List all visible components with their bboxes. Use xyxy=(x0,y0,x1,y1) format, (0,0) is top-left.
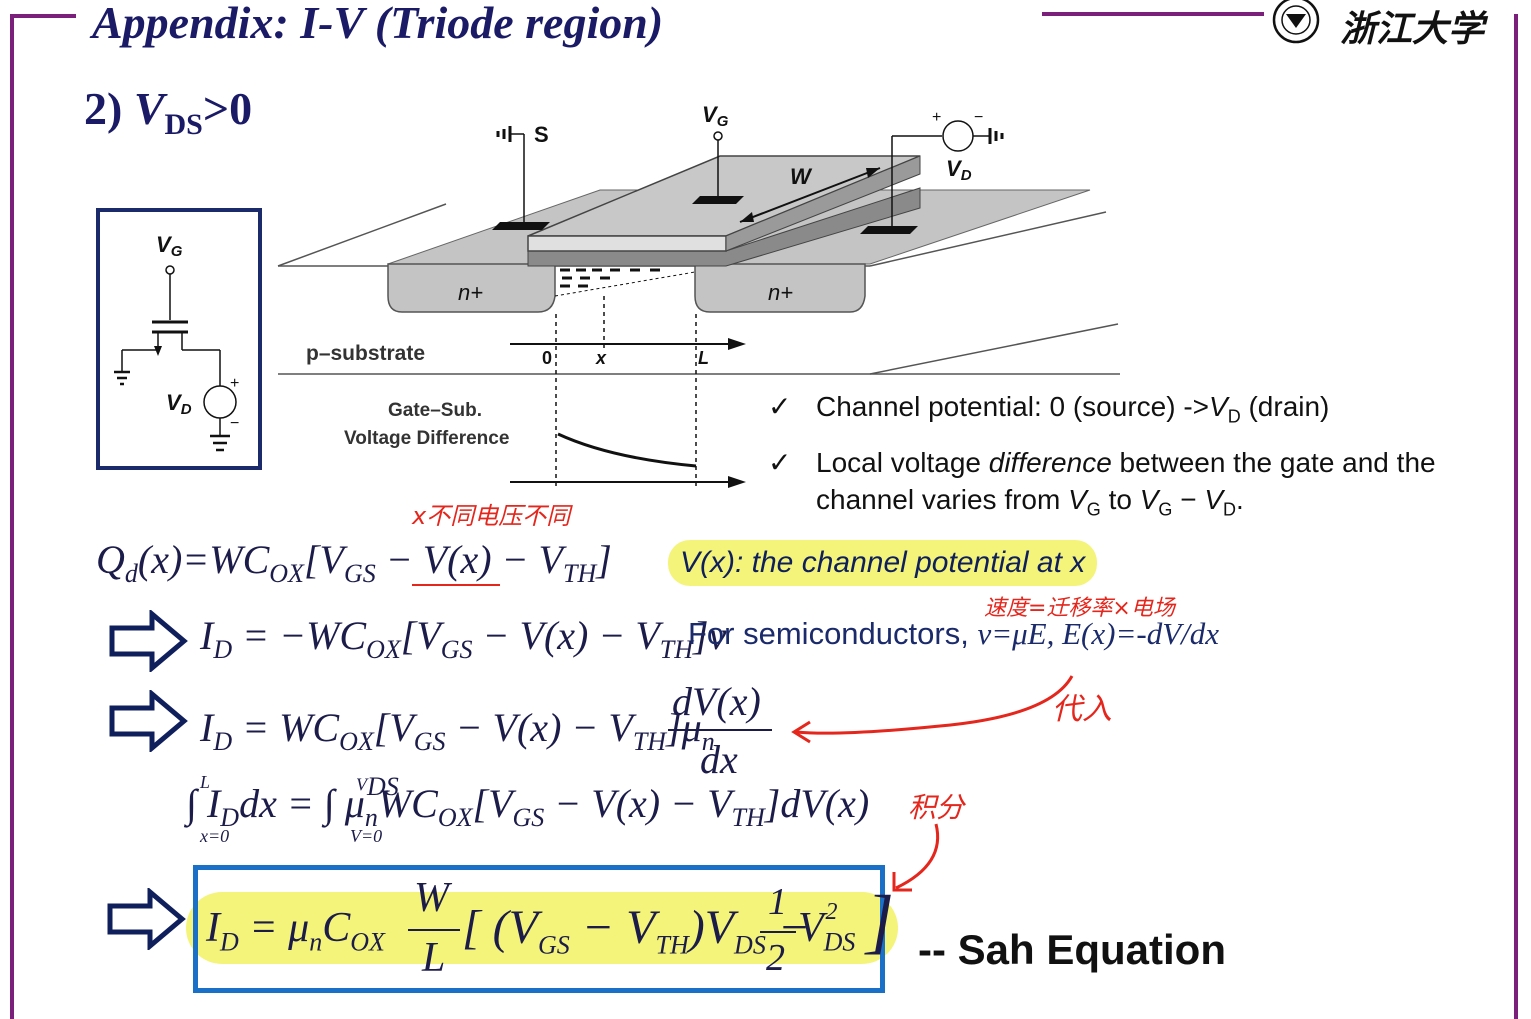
circuit-minus: − xyxy=(230,415,239,432)
integral-upper-vds: VDS xyxy=(356,772,399,801)
gate-sub-label-2: Voltage Difference xyxy=(344,428,509,449)
university-logo-text: 浙江大学 xyxy=(1340,8,1485,50)
note-voltage-varies: x不同电压不同 xyxy=(412,502,571,530)
n-plus-left: n+ xyxy=(458,280,483,305)
slide-border-top-left xyxy=(10,14,76,18)
note-substitute: 代入 xyxy=(1052,692,1112,727)
gate-sub-label-1: Gate–Sub. xyxy=(388,400,482,421)
bullet-local-voltage: ✓ Local voltage difference between the g… xyxy=(768,444,1496,529)
mosfet-diagram: W S VG + − VD n+ n+ p–substrate 0 x L Ga… xyxy=(277,102,1120,488)
slide-title: Appendix: I-V (Triode region) xyxy=(92,0,664,48)
s-label: S xyxy=(534,122,549,147)
equation-integral: ∫ IDdx = ∫ μnWCOX[VGS − V(x) − VTH]dV(x) xyxy=(186,781,870,832)
red-integral-arrow xyxy=(892,823,940,892)
integral-upper-l: L xyxy=(200,772,211,792)
semiconductor-relation: For semiconductors, v=μE, E(x)=-dV/dx xyxy=(688,616,1220,651)
circuit-plus: + xyxy=(230,375,239,392)
derivative-numerator: dV(x) xyxy=(672,679,761,724)
implies-arrow-icon xyxy=(109,610,188,672)
sah-vds-squared: VDS2 xyxy=(798,899,856,957)
note-integrate: 积分 xyxy=(908,791,965,824)
sah-equation-highlight xyxy=(186,892,898,964)
vd-plus-sign: + xyxy=(932,109,941,126)
substrate-label: p–substrate xyxy=(306,342,425,365)
red-underline xyxy=(412,584,500,586)
vg-label: VG xyxy=(702,102,729,130)
n-plus-right: n+ xyxy=(768,280,793,305)
sah-l: L xyxy=(422,935,446,981)
axis-zero: 0 xyxy=(542,348,552,368)
sah-bracket-right: ] xyxy=(866,881,895,961)
equation-id-derivative: ID = WCOX[VGS − V(x) − VTH]μn xyxy=(200,705,715,756)
note-velocity: 速度=迁移率×电场 xyxy=(984,596,1175,621)
w-label: W xyxy=(790,164,813,189)
slide-border-top-right xyxy=(1042,12,1264,16)
vd-label: VD xyxy=(946,156,972,184)
red-substitution-arrow xyxy=(791,675,1074,744)
integral-lower-x: x=0 xyxy=(200,826,230,846)
equation-id-velocity: ID = −WCOX[VGS − V(x) − VTH]v xyxy=(200,613,727,664)
integral-lower-v: V=0 xyxy=(350,826,383,846)
sah-half-num: 1 xyxy=(768,881,787,923)
fraction-bar xyxy=(668,729,772,731)
slide-subtitle: 2) VDS>0 xyxy=(84,83,253,142)
sah-equation-body: [ (VGS − VTH)VDS − xyxy=(462,901,811,960)
bullet-list: ✓ Channel potential: 0 (source) ->VD (dr… xyxy=(768,388,1496,536)
sah-equation-label: -- Sah Equation xyxy=(918,926,1226,973)
fraction-bar xyxy=(760,931,796,933)
sah-half-den: 2 xyxy=(766,937,785,979)
sah-equation-left: ID = μnCOX xyxy=(206,905,385,957)
vd-minus-sign: − xyxy=(974,109,983,126)
check-icon: ✓ xyxy=(768,391,792,422)
circuit-vd-label: VD xyxy=(166,390,192,418)
axis-l: L xyxy=(698,348,709,368)
sah-equation-box xyxy=(193,865,885,993)
channel-potential-highlight: V(x): the channel potential at x xyxy=(668,540,1098,586)
slide-border-left xyxy=(10,14,14,1019)
sah-w: W xyxy=(414,875,449,921)
derivative-denominator: dx xyxy=(700,737,738,782)
fraction-bar xyxy=(408,929,460,931)
check-icon: ✓ xyxy=(768,446,792,478)
slide-border-right xyxy=(1514,14,1518,1019)
university-seal-icon xyxy=(1272,0,1320,44)
axis-x: x xyxy=(595,348,607,368)
nmos-circuit-box: VG + − VD xyxy=(96,208,262,470)
equation-charge-density: Qd(x)=WCOX[VGS − V(x) − VTH] xyxy=(96,537,612,588)
circuit-vg-label: VG xyxy=(156,232,183,260)
implies-arrow-icon xyxy=(107,888,186,950)
implies-arrow-icon xyxy=(109,690,188,752)
bullet-channel-potential: ✓ Channel potential: 0 (source) ->VD (dr… xyxy=(768,388,1496,436)
